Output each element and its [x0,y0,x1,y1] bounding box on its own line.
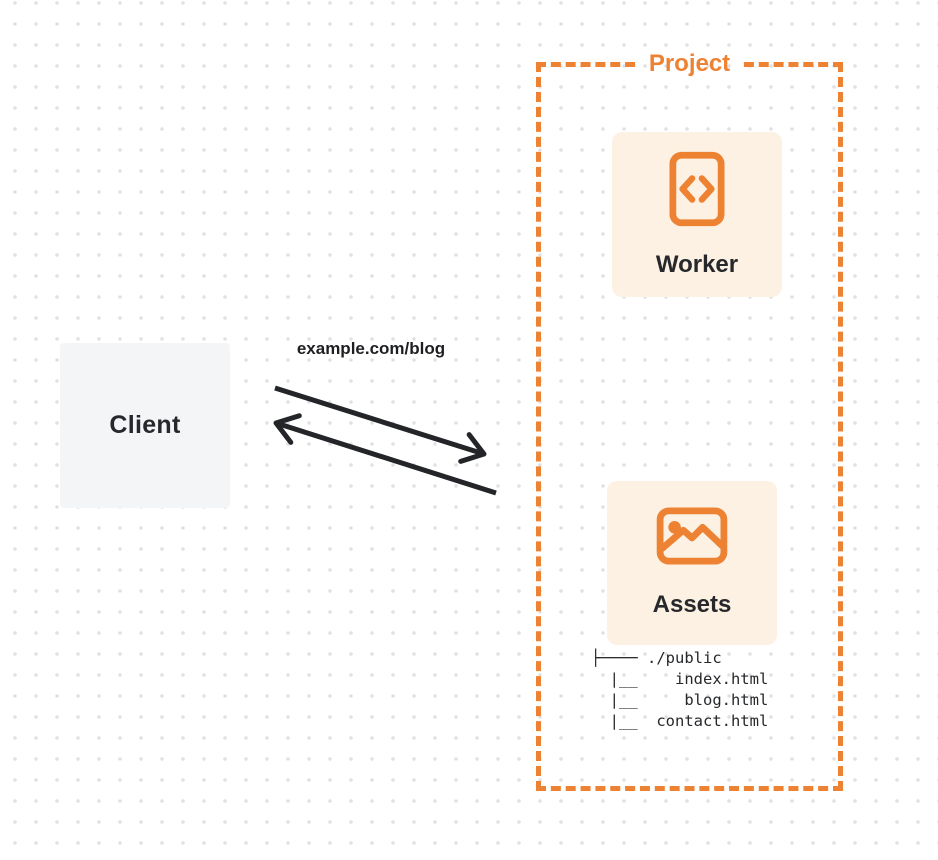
worker-label: Worker [655,250,739,278]
request-arrow-line [274,385,487,464]
code-file-icon [669,151,725,226]
client-box: Client [60,343,230,508]
client-label: Client [109,411,181,439]
response-arrow-line [273,413,497,496]
assets-file-tree: ├──── ./public |__ index.html |__ blog.h… [591,649,769,730]
assets-card: Assets [607,481,777,645]
image-icon [656,507,728,565]
assets-label: Assets [652,591,732,618]
project-label: Project [648,50,731,77]
request-url-label: example.com/blog [296,339,446,358]
worker-card: Worker [612,132,782,297]
project-boundary: Project [536,50,843,791]
